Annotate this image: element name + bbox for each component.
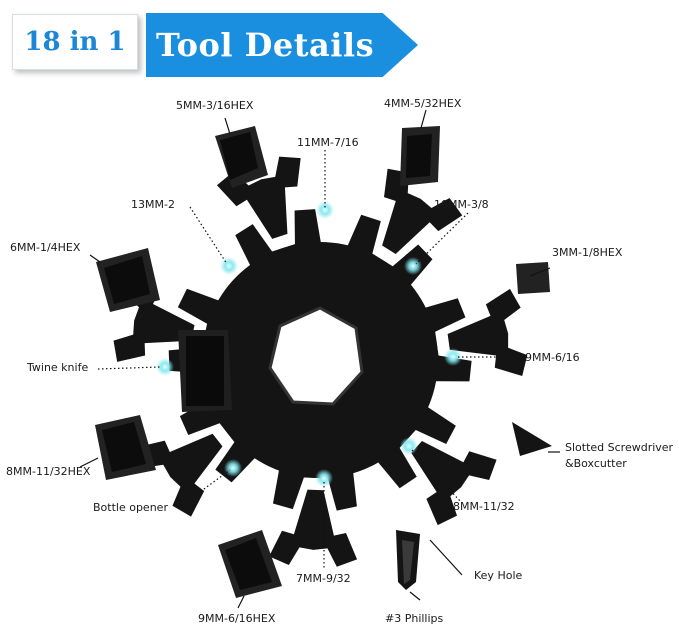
count-badge: 18 in 1 (12, 14, 138, 70)
label-8mm-hex: 8MM-11/32HEX (6, 465, 91, 478)
tool-pointers (79, 109, 560, 609)
label-11mm: 11MM-7/16 (297, 136, 359, 149)
count-badge-text: 18 in 1 (24, 27, 126, 57)
glow-markers (156, 201, 462, 487)
label-5mm-hex: 5MM-3/16HEX (176, 99, 254, 112)
label-7mm: 7MM-9/32 (296, 572, 351, 585)
label-bottle-opener: Bottle opener (93, 501, 168, 514)
label-key-hole: Key Hole (474, 569, 523, 582)
label-13mm: 13MM-2 (131, 198, 175, 211)
label-9mm: 9MM-6/16 (525, 351, 580, 364)
label-3mm-hex: 3MM-1/8HEX (552, 246, 623, 259)
slotted-tip (512, 422, 552, 456)
key-hole (385, 491, 419, 525)
label-slotted-screwdriver: Slotted Screwdriver (565, 441, 674, 454)
label-phillips: #3 Phillips (385, 612, 444, 625)
label-9mm-hex: 9MM-6/16HEX (198, 612, 276, 625)
center-hex-hole (268, 306, 364, 406)
leader-lines (97, 150, 521, 570)
label-8mm: 8MM-11/32 (453, 500, 515, 513)
label-10mm: 10MM-3/8 (434, 198, 489, 211)
label-boxcutter: &Boxcutter (565, 457, 627, 470)
label-6mm-hex: 6MM-1/4HEX (10, 241, 81, 254)
hex-socket-nubs (95, 126, 550, 598)
title-banner-text: Tool Details (156, 26, 375, 64)
title-banner: Tool Details (146, 13, 418, 77)
label-4mm-hex: 4MM-5/32HEX (384, 97, 462, 110)
label-twine-knife: Twine knife (27, 361, 89, 374)
